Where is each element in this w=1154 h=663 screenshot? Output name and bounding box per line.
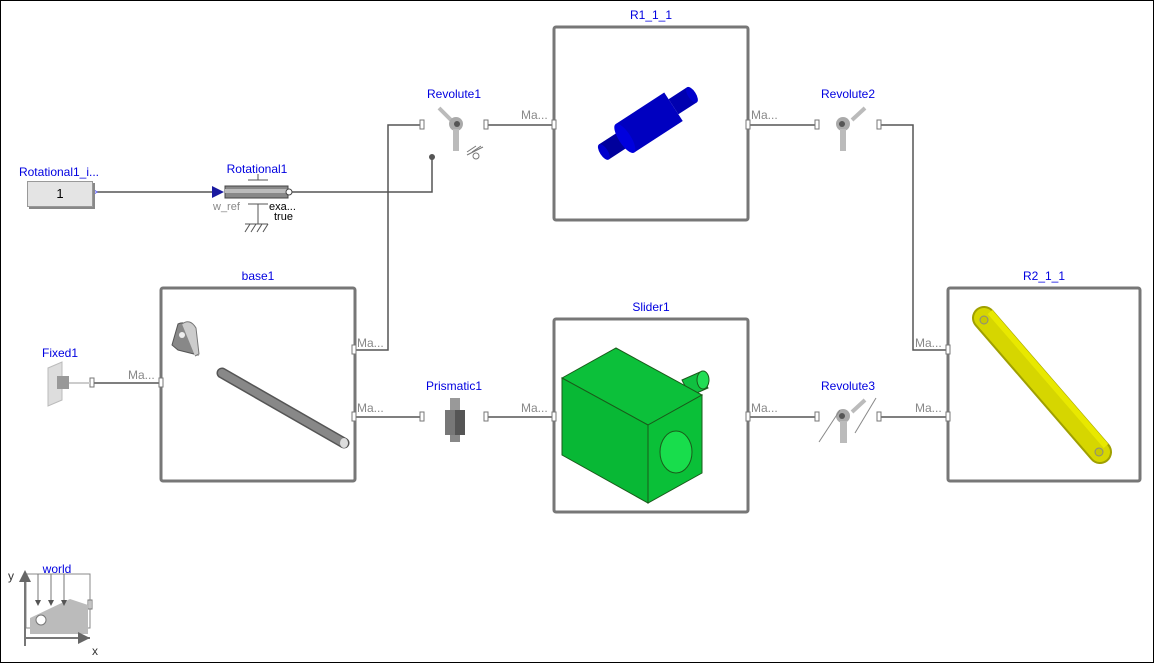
prismatic1-label: Prismatic1	[425, 379, 483, 393]
rotational-input-block[interactable]: 1	[27, 181, 93, 207]
slider1-block-icon	[560, 347, 710, 504]
connector-dot	[429, 154, 435, 160]
port-label: Ma...	[751, 401, 778, 415]
rotational1-param-label: exa...	[269, 201, 296, 213]
rotational1-param-value: true	[274, 211, 293, 223]
r1-label: R1_1_1	[629, 8, 673, 22]
world-axis-x: x	[92, 644, 98, 658]
world-label: world	[42, 562, 72, 576]
port-label: Ma...	[521, 108, 548, 122]
rotational-input-value: 1	[56, 186, 64, 201]
base-rod-icon	[216, 367, 350, 449]
connection-revolute2-r2	[881, 124, 947, 351]
revolute2-label: Revolute2	[820, 87, 876, 101]
revolute1-icon	[437, 106, 484, 160]
port-label: Ma...	[915, 336, 942, 350]
port-label: Ma...	[357, 401, 384, 415]
port-label: Ma...	[357, 336, 384, 350]
world-icon	[19, 570, 91, 646]
port-label: Ma...	[128, 368, 155, 382]
r2-box	[946, 286, 1142, 483]
r2-label: R2_1_1	[1022, 269, 1066, 283]
base-bracket-icon	[171, 321, 200, 357]
connection-base-revolute1	[356, 124, 420, 351]
r2-link-icon	[972, 306, 1112, 464]
revolute2-icon	[836, 106, 867, 151]
fixed1-label: Fixed1	[41, 346, 79, 360]
fixed1-icon	[47, 361, 90, 407]
revolute3-label: Revolute3	[820, 379, 876, 393]
prismatic1-icon	[445, 398, 465, 442]
port-label: Ma...	[751, 108, 778, 122]
rotational1-label: Rotational1	[226, 162, 288, 176]
port-label: Ma...	[915, 401, 942, 415]
revolute3-icon	[818, 397, 877, 443]
rotational1-input-label: w_ref	[213, 201, 240, 213]
revolute1-label: Revolute1	[426, 87, 482, 101]
base1-label: base1	[241, 269, 275, 283]
port-label: Ma...	[521, 401, 548, 415]
slider1-label: Slider1	[632, 300, 670, 314]
rotational-input-label: Rotational1_i...	[18, 165, 100, 179]
world-axis-y: y	[8, 569, 14, 583]
base1-box	[159, 286, 357, 483]
connection-rotational-revolute1	[292, 157, 433, 193]
r1-shaft-icon	[597, 86, 698, 160]
rotational-actuator-icon	[92, 174, 293, 233]
